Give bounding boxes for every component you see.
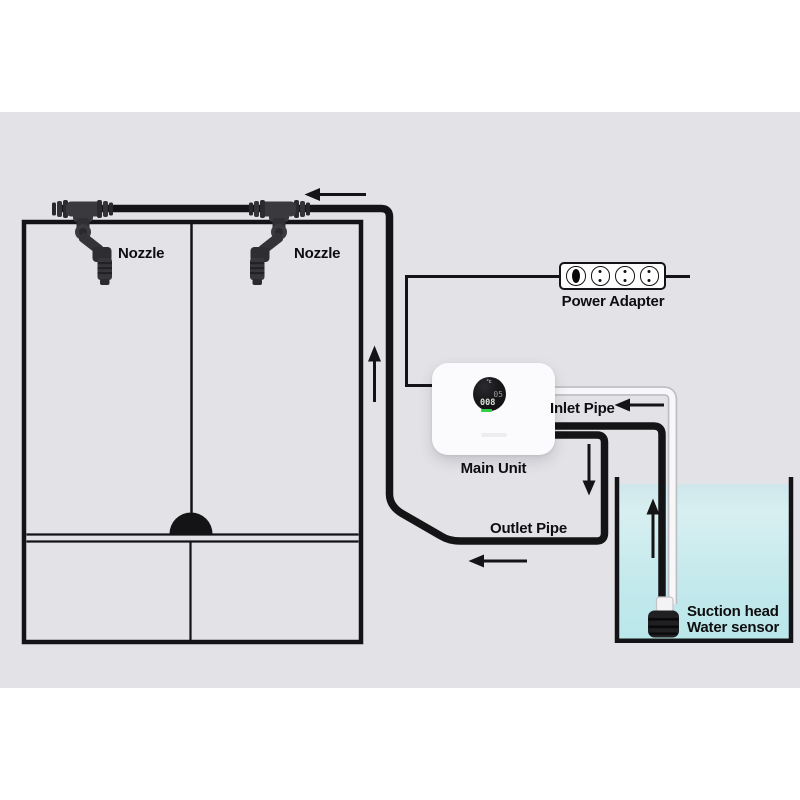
flow-arrow-heads — [304, 188, 660, 568]
outlet-pipe-label: Outlet Pipe — [490, 520, 567, 537]
water-tank — [614, 477, 794, 643]
display-secondary-value: 05 — [493, 389, 503, 399]
suction-head-label-line1: Suction head — [687, 603, 779, 620]
nozzle-right-label: Nozzle — [294, 245, 341, 262]
main-unit-device: °c 05 008 — [432, 363, 555, 455]
display-primary-value: 008 — [480, 397, 496, 408]
nozzle-left-icon — [52, 200, 113, 285]
suction-head-icon — [648, 596, 679, 638]
nozzle-left-label: Nozzle — [118, 245, 165, 262]
water-fill — [619, 484, 789, 639]
outlet-supply-pipe — [57, 204, 609, 545]
suction-head-label: Suction head Water sensor — [687, 604, 779, 635]
socket-icon — [639, 266, 659, 286]
nozzle-right-icon — [249, 200, 310, 285]
power-cable — [405, 275, 562, 387]
inlet-pipe-label: Inlet Pipe — [550, 400, 615, 417]
main-unit-label: Main Unit — [460, 460, 527, 477]
temp-unit-icon: °c — [486, 379, 492, 385]
socket-icon — [590, 266, 610, 286]
brand-mark — [481, 433, 507, 437]
dome-shape — [169, 512, 213, 534]
sensor-tube — [554, 386, 678, 604]
socket-plugged-icon — [566, 266, 586, 286]
power-adapter-device — [559, 262, 666, 290]
display-status-bar — [481, 408, 492, 412]
socket-icon — [615, 266, 635, 286]
tank-walls — [614, 477, 794, 643]
cabinet-outline — [21, 219, 364, 645]
main-unit-display: °c 05 008 — [473, 377, 506, 412]
flow-arrows — [319, 193, 664, 563]
inlet-pipe-line — [554, 422, 666, 600]
power-adapter-label: Power Adapter — [561, 293, 665, 310]
suction-head-label-line2: Water sensor — [687, 618, 780, 636]
